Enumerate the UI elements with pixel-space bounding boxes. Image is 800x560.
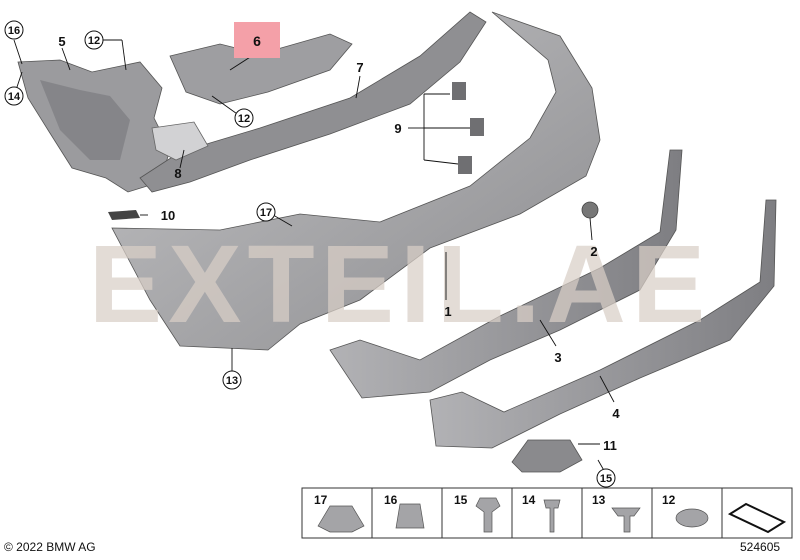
callout-5: 5 <box>58 34 65 49</box>
svg-text:2: 2 <box>590 244 597 259</box>
svg-text:6: 6 <box>253 33 261 49</box>
nut-icon <box>675 508 709 528</box>
legend-cell-15: 15 <box>454 493 501 533</box>
callout-9: 9 <box>394 121 401 136</box>
svg-text:14: 14 <box>8 91 21 103</box>
part-7-carrier <box>139 11 487 193</box>
reference-number: 524605 <box>740 540 781 554</box>
svg-text:15: 15 <box>454 493 468 507</box>
svg-text:13: 13 <box>226 375 238 387</box>
copyright-text: © 2022 BMW AG <box>4 540 96 554</box>
svg-text:15: 15 <box>600 473 612 485</box>
hex-bolt-icon <box>475 497 501 533</box>
part-10-reflector <box>108 210 140 220</box>
legend-cell-16: 16 <box>384 493 425 529</box>
legend-cell-17: 17 <box>314 493 365 533</box>
washer-screw-icon <box>611 507 641 533</box>
svg-text:1: 1 <box>444 304 451 319</box>
screw-icon <box>543 499 561 533</box>
svg-text:17: 17 <box>314 493 328 507</box>
part-1-bumper <box>111 11 601 351</box>
callout-17: 17 <box>256 202 276 222</box>
callout-6-highlighted: 6 <box>234 22 280 58</box>
callout-13: 13 <box>222 370 242 390</box>
part-11-insert <box>511 439 583 473</box>
legend-cell-14: 14 <box>522 493 561 533</box>
svg-text:16: 16 <box>8 25 20 37</box>
svg-text:10: 10 <box>161 208 175 223</box>
svg-text:17: 17 <box>260 207 272 219</box>
callout-2: 2 <box>590 244 597 259</box>
mat-arrow-icon <box>727 502 787 534</box>
callout-3: 3 <box>554 350 561 365</box>
callout-11: 11 <box>603 438 617 453</box>
callout-7: 7 <box>356 60 363 75</box>
callout-4: 4 <box>612 406 620 421</box>
callout-1: 1 <box>444 304 451 319</box>
svg-text:7: 7 <box>356 60 363 75</box>
part-9-clip-b <box>470 118 484 136</box>
svg-text:8: 8 <box>174 166 181 181</box>
callout-10: 10 <box>161 208 175 223</box>
svg-text:13: 13 <box>592 493 606 507</box>
svg-text:16: 16 <box>384 493 398 507</box>
callout-14: 14 <box>4 86 24 106</box>
callout-8: 8 <box>174 166 181 181</box>
svg-text:5: 5 <box>58 34 65 49</box>
svg-text:14: 14 <box>522 493 536 507</box>
expanding-nut-icon <box>395 503 425 529</box>
svg-text:12: 12 <box>88 35 100 47</box>
legend-cell-12: 12 <box>662 493 709 528</box>
part-3-diffuser <box>329 149 683 399</box>
hardware-legend: 17 16 15 14 13 12 <box>301 487 793 539</box>
svg-text:3: 3 <box>554 350 561 365</box>
part-8-cover <box>151 121 209 161</box>
callout-15: 15 <box>596 468 616 488</box>
part-9-clip-c <box>458 156 472 174</box>
watermark: EXTEIL.AE <box>89 223 711 346</box>
callout-16: 16 <box>4 20 24 40</box>
callout-12-top: 12 <box>84 30 104 50</box>
legend-cell-13: 13 <box>592 493 641 533</box>
svg-text:11: 11 <box>603 438 617 453</box>
callout-12-mid: 12 <box>234 108 254 128</box>
svg-text:12: 12 <box>238 113 250 125</box>
svg-text:4: 4 <box>612 406 620 421</box>
part-2-plug <box>581 201 599 219</box>
svg-text:12: 12 <box>662 493 676 507</box>
part-4-diffuser <box>429 199 777 449</box>
clip-icon <box>317 505 365 533</box>
legend-cell-mat <box>727 502 787 534</box>
svg-text:9: 9 <box>394 121 401 136</box>
part-5-detail <box>40 80 130 160</box>
part-9-clip-a <box>452 82 466 100</box>
